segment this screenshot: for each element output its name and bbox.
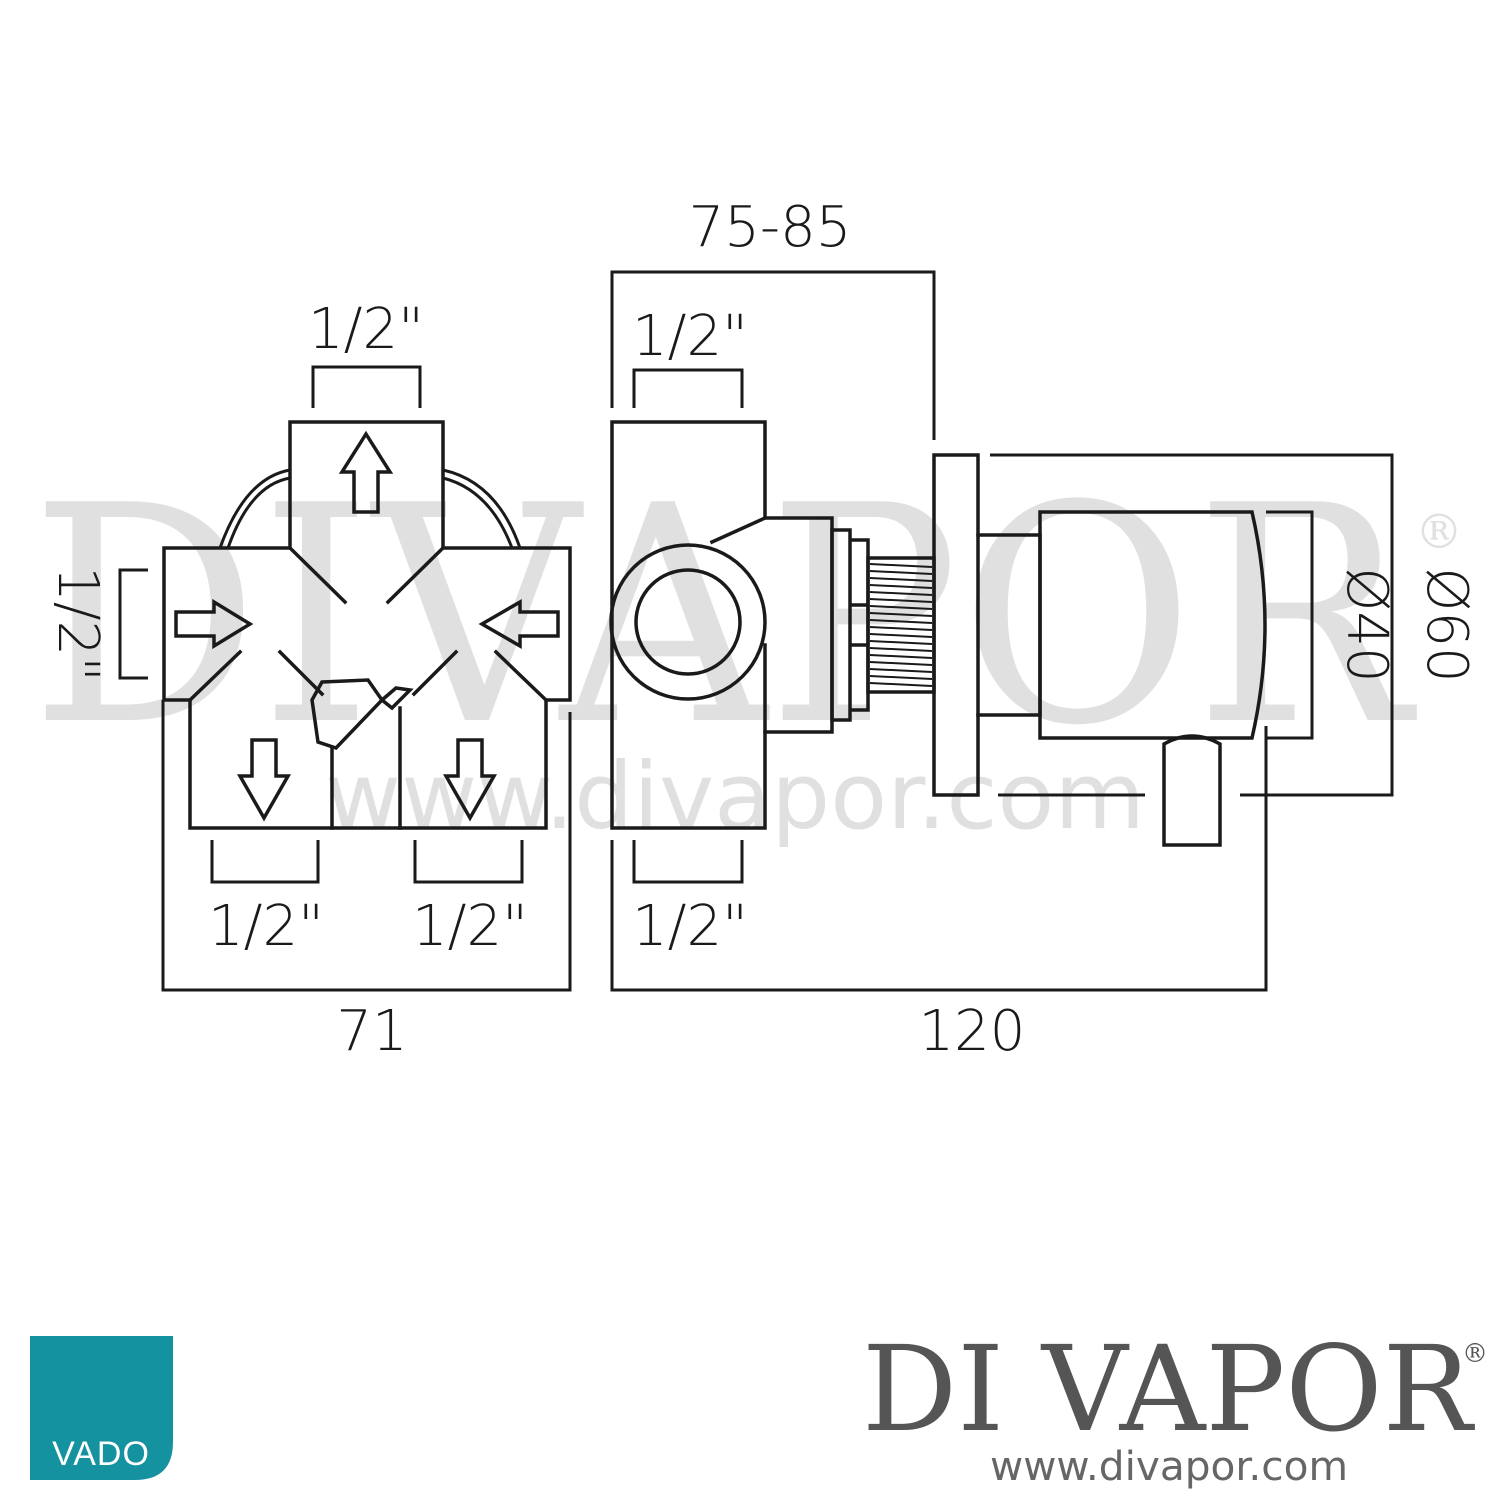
- front-left-bracket: [118, 568, 148, 680]
- front-view-valve: [310, 678, 385, 751]
- side-view-nut: [830, 528, 870, 722]
- front-view-arc-right-inner: [442, 468, 522, 549]
- side-handle-dia-bracket: [1266, 510, 1314, 740]
- side-top-port-label: 1/2": [632, 304, 748, 369]
- side-bottom-port-label: 1/2": [632, 894, 748, 959]
- right-arrow-icon: [174, 598, 254, 650]
- thread-line: [869, 570, 933, 575]
- side-total-depth-label: 120: [919, 999, 1026, 1064]
- side-plate-dia-label: Ø60: [1414, 567, 1479, 682]
- front-bottom-right-bracket: [413, 840, 524, 884]
- down-arrow-icon-left: [236, 738, 292, 822]
- vado-logo: VADO: [30, 1336, 173, 1480]
- thread-line: [869, 640, 933, 645]
- thread-line: [869, 654, 933, 659]
- front-width-label: 71: [336, 999, 407, 1064]
- thread-line: [869, 598, 933, 603]
- thread-line: [869, 668, 933, 673]
- footer-brand: DI VAPOR ® www.divapor.com: [862, 1320, 1488, 1490]
- down-arrow-icon-right: [442, 738, 498, 822]
- thread-line: [869, 612, 933, 617]
- side-view-threads: [869, 563, 933, 687]
- front-view-internal: [187, 545, 549, 703]
- front-view-arc-inner: [218, 468, 291, 549]
- thread-line: [869, 647, 933, 652]
- up-arrow-icon: [338, 430, 394, 514]
- side-depth-range-bracket: [610, 270, 936, 440]
- footer-brand-registered: ®: [1462, 1339, 1488, 1369]
- watermark: DIVAPOR ® www.divapor.com: [30, 442, 1463, 850]
- side-view-wall-plate: [932, 453, 980, 797]
- front-view-arc-right: [442, 476, 514, 549]
- side-handle-dia-label: Ø40: [1334, 567, 1399, 682]
- front-view-arc: [226, 476, 291, 549]
- front-top-bracket: [311, 365, 422, 408]
- watermark-registered: ®: [1415, 504, 1463, 560]
- left-arrow-icon: [478, 598, 560, 650]
- front-bottom-right-port-label: 1/2": [412, 894, 528, 959]
- side-view-port-inner: [634, 568, 742, 676]
- side-view-handle: [1038, 510, 1267, 740]
- thread-line: [869, 563, 933, 568]
- front-top-port-label: 1/2": [308, 297, 424, 362]
- side-depth-range-label: 75-85: [689, 195, 852, 260]
- front-left-port-label: 1/2": [45, 566, 110, 682]
- thread-line: [869, 626, 933, 631]
- side-view-lever: [1162, 734, 1222, 847]
- side-plate-dia-bracket: [990, 453, 1394, 797]
- thread-line: [869, 682, 933, 687]
- thread-line: [869, 675, 933, 680]
- side-total-depth-bracket: [610, 726, 1268, 992]
- front-bottom-left-port-label: 1/2": [208, 894, 324, 959]
- thread-line: [869, 584, 933, 589]
- front-view-valve-tip: [379, 686, 414, 711]
- front-width-bracket: [161, 700, 572, 992]
- side-view-seams: [709, 515, 768, 734]
- footer-brand-name: DI VAPOR: [862, 1320, 1475, 1458]
- thread-line: [869, 619, 933, 624]
- watermark-brand: DIVAPOR: [30, 442, 1418, 791]
- thread-line: [869, 605, 933, 610]
- thread-line: [869, 591, 933, 596]
- side-view-port-outer: [609, 543, 767, 701]
- side-bottom-bracket: [632, 840, 744, 884]
- side-view: 75-85 1/2" 1/2" 120 Ø40 Ø60: [609, 195, 1479, 1064]
- side-top-bracket: [632, 368, 744, 408]
- vado-logo-text: VADO: [52, 1435, 150, 1473]
- vado-badge-icon: [30, 1336, 173, 1480]
- thread-line: [869, 661, 933, 666]
- side-view-body: [610, 420, 834, 830]
- front-view: 1/2" 1/2" 1/2" 1/2" 71: [45, 297, 572, 1064]
- thread-line: [869, 633, 933, 638]
- thread-line: [869, 577, 933, 582]
- front-view-dividers: [330, 706, 402, 830]
- front-bottom-left-bracket: [210, 840, 320, 884]
- footer-brand-url: www.divapor.com: [990, 1444, 1348, 1490]
